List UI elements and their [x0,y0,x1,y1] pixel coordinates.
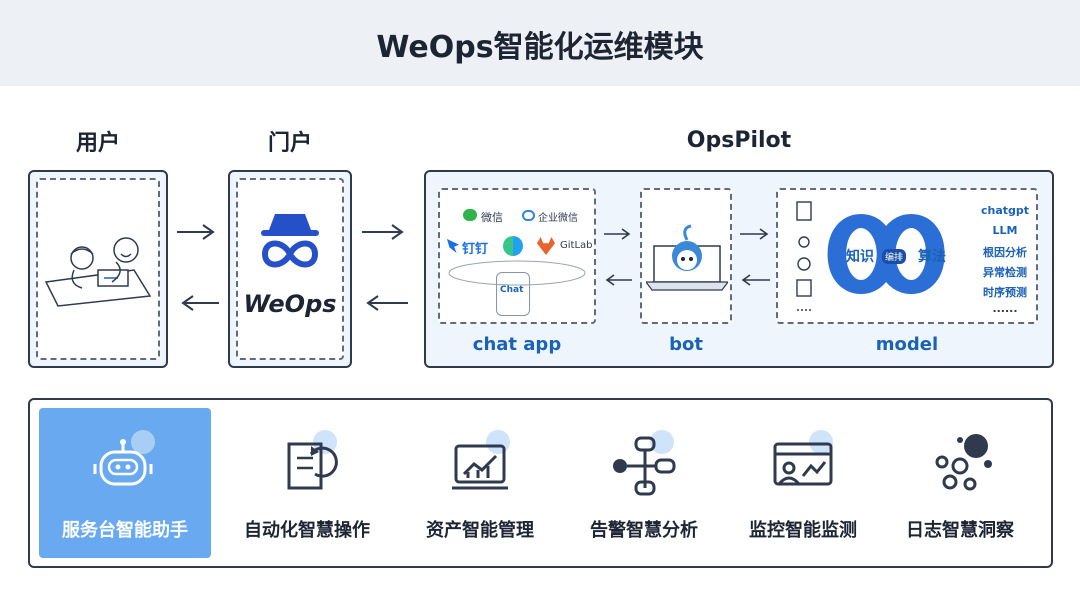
model-side-icons [796,201,812,311]
arrow-left-portal-user [181,295,219,311]
infinity-left-label: 知识 [846,249,874,265]
section-label-portal: 门户 [267,131,312,156]
asset-chart-icon [452,430,510,490]
feature-automation[interactable]: 自动化智慧操作 [221,408,393,558]
arrow-right-bot-model [740,228,769,240]
bot-laptop-icon [646,224,728,291]
arrow-right-chatapp-bot [604,228,631,240]
user-illustration-icon [44,237,152,307]
arrow-left-bot-chatapp [605,274,632,286]
infinity-right-label: 算法 [918,249,946,265]
weops-logo-icon [261,214,319,268]
wecom-label: 企业微信 [538,213,578,224]
feature-service-desk[interactable]: 服务台智能助手 [39,408,211,558]
section-label-user: 用户 [75,131,120,156]
model-item-3: 异常检测 [983,266,1027,279]
feature-asset[interactable]: 资产智能管理 [394,408,566,558]
dingtalk-label: 钉钉 [462,242,489,257]
feature-alert[interactable]: 告警智慧分析 [558,408,730,558]
portal-inner-dashed [236,178,344,360]
chat-app-label: chat app [472,334,562,355]
feature-label-5: 日志智慧洞察 [906,520,1014,541]
model-item-5: ...... [992,302,1018,315]
arrow-left-model-bot [741,274,770,286]
wecom-icon [522,210,535,221]
model-label: model [875,334,939,355]
wechat-icon [463,209,477,221]
infinity-loop-icon [827,214,945,294]
log-bubbles-icon [935,434,992,491]
feature-monitor[interactable]: 监控智能监测 [717,408,889,558]
automation-icon [287,430,338,490]
edge-icon [503,236,523,256]
model-item-2: 根因分析 [983,246,1027,259]
page-title: WeOps智能化运维模块 [376,30,704,65]
arrow-right-user-portal [177,224,215,240]
arrow-left-opspilot-portal [366,295,408,311]
arrow-right-portal-opspilot [362,224,404,240]
wechat-label: 微信 [481,211,503,224]
user-inner-dashed [36,178,160,360]
chat-phone-icon [496,272,530,316]
feature-label-4: 监控智能监测 [749,520,857,541]
feature-label-0: 服务台智能助手 [62,520,188,541]
robot-icon [93,430,155,486]
model-dashed [776,188,1038,324]
feature-label-2: 资产智能管理 [426,520,534,541]
section-label-opspilot: OpsPilot [686,128,792,153]
title-band [0,0,1080,86]
monitor-icon [773,430,833,486]
gitlab-label: GitLab [560,240,593,251]
feature-label-3: 告警智慧分析 [590,520,698,541]
model-item-1: LLM [992,224,1018,237]
model-item-4: 时序预测 [983,286,1027,299]
feature-label-1: 自动化智慧操作 [244,520,370,541]
bot-label: bot [669,334,703,355]
chat-bubble-label: Chat [500,285,524,295]
chat-app-ellipse [448,260,586,286]
alert-flow-icon [613,430,676,496]
model-item-0: chatgpt [980,204,1030,217]
infinity-center-label: 编排 [882,249,907,264]
weops-logo-text: WeOps [243,290,337,318]
feature-log[interactable]: 日志智慧洞察 [874,408,1046,558]
